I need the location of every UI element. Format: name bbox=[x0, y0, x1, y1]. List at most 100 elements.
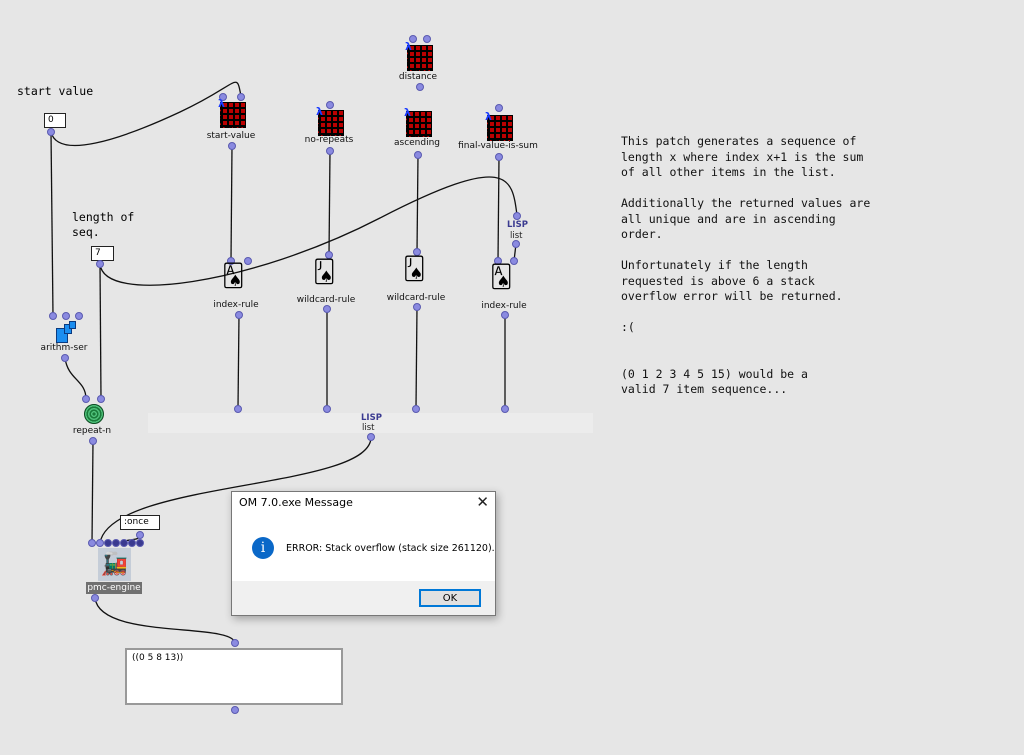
wire bbox=[64, 357, 87, 400]
patch-icon[interactable]: λ bbox=[316, 105, 344, 136]
train-icon[interactable]: 🚂 bbox=[98, 548, 131, 581]
inlet[interactable] bbox=[323, 405, 331, 413]
inlet[interactable] bbox=[96, 539, 104, 547]
inlet[interactable] bbox=[49, 312, 57, 320]
inlet[interactable] bbox=[494, 257, 502, 265]
inlet[interactable] bbox=[495, 104, 503, 112]
wire bbox=[99, 176, 518, 286]
outlet[interactable] bbox=[96, 260, 104, 268]
outlet[interactable] bbox=[89, 437, 97, 445]
patch-comment: This patch generates a sequence of lengt… bbox=[621, 134, 871, 396]
inlet[interactable] bbox=[128, 539, 136, 547]
index-rule-label: index-rule bbox=[213, 300, 259, 310]
outlet[interactable] bbox=[326, 147, 334, 155]
ok-button[interactable]: OK bbox=[419, 589, 481, 607]
wire bbox=[94, 597, 236, 644]
wire bbox=[91, 440, 94, 544]
inlet[interactable] bbox=[112, 539, 120, 547]
start-value-box-label: start-value bbox=[206, 131, 256, 141]
outlet[interactable] bbox=[136, 531, 144, 539]
outlet[interactable] bbox=[47, 128, 55, 136]
inlet[interactable] bbox=[510, 257, 518, 265]
inlet[interactable] bbox=[231, 639, 239, 647]
inlet[interactable] bbox=[219, 93, 227, 101]
outlet[interactable] bbox=[367, 433, 375, 441]
patch-icon[interactable]: λ bbox=[404, 106, 432, 137]
inlet[interactable] bbox=[423, 35, 431, 43]
start-value-input[interactable]: 0 bbox=[44, 113, 66, 128]
outlet[interactable] bbox=[414, 151, 422, 159]
once-input[interactable]: :once bbox=[120, 515, 160, 530]
inlet[interactable] bbox=[513, 212, 521, 220]
inlet[interactable] bbox=[413, 248, 421, 256]
outlet[interactable] bbox=[495, 153, 503, 161]
message-dialog: OM 7.0.exe Message ✕ i ERROR: Stack over… bbox=[231, 491, 496, 616]
inlet[interactable] bbox=[227, 257, 235, 265]
wire bbox=[497, 156, 500, 262]
outlet[interactable] bbox=[416, 83, 424, 91]
wire bbox=[99, 263, 102, 400]
close-icon[interactable]: ✕ bbox=[476, 493, 489, 511]
inlet[interactable] bbox=[82, 395, 90, 403]
inlet[interactable] bbox=[136, 539, 144, 547]
cards-icon[interactable]: 🂡 bbox=[490, 265, 513, 290]
result-box[interactable]: ((0 5 8 13)) bbox=[125, 648, 343, 705]
wildcard-rule-label: wildcard-rule bbox=[386, 293, 446, 303]
outlet[interactable] bbox=[228, 142, 236, 150]
inlet[interactable] bbox=[501, 405, 509, 413]
distance-label: distance bbox=[398, 72, 438, 82]
lisp-list-box[interactable] bbox=[148, 413, 593, 433]
inlet[interactable] bbox=[88, 539, 96, 547]
wire bbox=[237, 314, 240, 409]
arithm-ser-label: arithm-ser bbox=[40, 343, 88, 353]
cards-icon[interactable]: 🂫 bbox=[313, 260, 336, 285]
lambda-icon: λ bbox=[485, 110, 492, 123]
inlet[interactable] bbox=[244, 257, 252, 265]
wildcard-rule-label: wildcard-rule bbox=[296, 295, 356, 305]
list-label: list bbox=[510, 231, 523, 241]
lambda-icon: λ bbox=[404, 106, 411, 119]
inlet[interactable] bbox=[412, 405, 420, 413]
outlet[interactable] bbox=[512, 240, 520, 248]
inlet[interactable] bbox=[75, 312, 83, 320]
inlet[interactable] bbox=[234, 405, 242, 413]
repeat-icon[interactable] bbox=[84, 404, 104, 424]
cards-icon[interactable]: 🂫 bbox=[403, 257, 426, 282]
inlet[interactable] bbox=[97, 395, 105, 403]
dialog-message: ERROR: Stack overflow (stack size 261120… bbox=[286, 543, 495, 554]
outlet[interactable] bbox=[231, 706, 239, 714]
info-icon: i bbox=[252, 537, 274, 559]
inlet[interactable] bbox=[104, 539, 112, 547]
patch-icon[interactable]: λ bbox=[485, 110, 513, 141]
lambda-icon: λ bbox=[405, 40, 412, 53]
inlet[interactable] bbox=[325, 251, 333, 259]
repeat-n-label: repeat-n bbox=[72, 426, 112, 436]
outlet[interactable] bbox=[91, 594, 99, 602]
wire bbox=[99, 436, 372, 544]
wire bbox=[230, 145, 233, 262]
wire bbox=[328, 150, 331, 256]
outlet[interactable] bbox=[323, 305, 331, 313]
cards-icon[interactable]: 🂡 bbox=[222, 264, 245, 289]
inlet[interactable] bbox=[326, 101, 334, 109]
wire bbox=[416, 154, 419, 253]
list-label: list bbox=[362, 423, 375, 433]
patch-icon[interactable]: λ bbox=[218, 97, 246, 128]
outlet[interactable] bbox=[413, 303, 421, 311]
inlet[interactable] bbox=[120, 539, 128, 547]
no-repeats-label: no-repeats bbox=[304, 135, 354, 145]
wire bbox=[50, 131, 54, 317]
outlet[interactable] bbox=[235, 311, 243, 319]
length-comment: length of seq. bbox=[72, 210, 135, 239]
outlet[interactable] bbox=[501, 311, 509, 319]
inlet[interactable] bbox=[237, 93, 245, 101]
patch-icon[interactable]: λ bbox=[405, 40, 433, 71]
inlet[interactable] bbox=[409, 35, 417, 43]
arithm-ser-icon[interactable] bbox=[56, 321, 76, 343]
dialog-title: OM 7.0.exe Message bbox=[239, 496, 353, 509]
outlet[interactable] bbox=[61, 354, 69, 362]
inlet[interactable] bbox=[62, 312, 70, 320]
lambda-icon: λ bbox=[316, 105, 323, 118]
length-input[interactable]: 7 bbox=[91, 246, 114, 261]
